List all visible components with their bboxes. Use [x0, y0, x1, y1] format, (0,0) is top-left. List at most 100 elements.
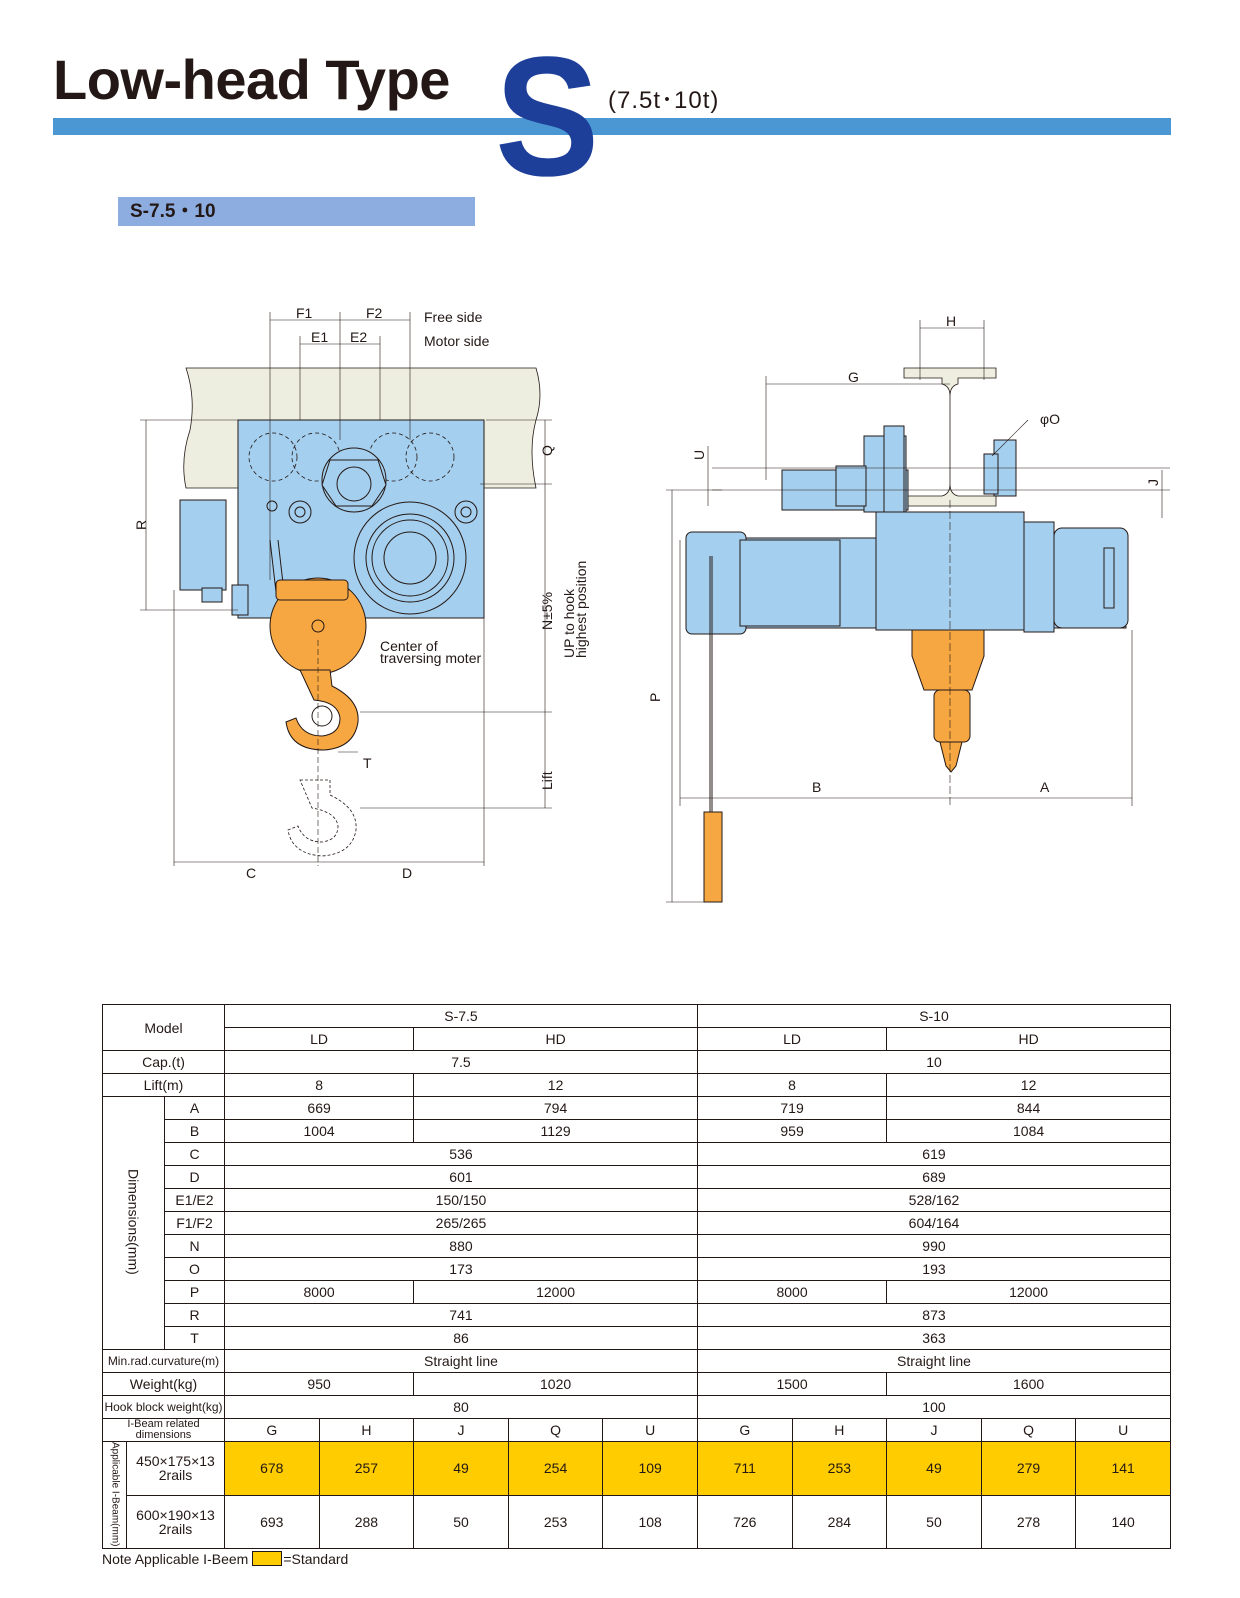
type-cell: HD	[413, 1027, 698, 1051]
dim-f1f2: 265/265	[224, 1211, 698, 1235]
ibeam-col: J	[413, 1418, 509, 1442]
hook	[285, 669, 359, 751]
lift-cell: 8	[223, 1073, 415, 1097]
dim-a: 719	[696, 1096, 888, 1120]
e1e2-label: E1/E2	[164, 1188, 225, 1212]
label-motor-side: Motor side	[424, 333, 490, 349]
dim-e1e2: 528/162	[696, 1188, 1172, 1212]
hook-weight-cell: 80	[224, 1395, 698, 1419]
dim-r: 873	[696, 1303, 1172, 1327]
footnote-prefix: Note Applicable I-Beem	[102, 1551, 249, 1567]
side-view-labels: H G φO U J P B A	[647, 313, 1161, 795]
beam1-value: 279	[980, 1441, 1077, 1496]
label-free-side: Free side	[424, 309, 483, 325]
label-H: H	[946, 313, 956, 329]
ibeam-col: G	[224, 1418, 320, 1442]
label-E1: E1	[311, 329, 328, 345]
dim-d: 689	[696, 1165, 1172, 1189]
technical-drawing: F1 F2 E1 E2 Free side Motor side R Q N±5…	[133, 305, 1170, 903]
type-cell: HD	[886, 1027, 1171, 1051]
f1f2-label: F1/F2	[164, 1211, 225, 1235]
lift-label: Lift(m)	[102, 1073, 225, 1097]
beam2-value: 108	[602, 1494, 698, 1550]
dim-p: 8000	[696, 1280, 888, 1304]
type-cell: LD	[223, 1027, 415, 1051]
ibeam-col: Q	[507, 1418, 604, 1442]
dim-o: 193	[696, 1257, 1172, 1281]
weight-cell: 950	[223, 1372, 415, 1396]
dim-a: 669	[223, 1096, 415, 1120]
beam2-value: 284	[791, 1494, 888, 1550]
page-title: Low-head Type	[53, 48, 450, 111]
beam2-value: 50	[413, 1494, 509, 1550]
dim-c: 619	[696, 1142, 1172, 1166]
dim-p: 12000	[886, 1280, 1171, 1304]
footnote: Note Applicable I-Beem=Standard	[102, 1551, 348, 1567]
cap-cell: 7.5	[224, 1050, 698, 1074]
hook-block-side	[911, 629, 985, 691]
hook-weight-label: Hook block weight(kg)	[102, 1395, 225, 1419]
label-R: R	[133, 520, 149, 530]
label-N: N±5%	[539, 592, 555, 630]
dim-c: 536	[224, 1142, 698, 1166]
dim-a: 844	[886, 1096, 1171, 1120]
beam2-size: 600×190×13	[136, 1507, 215, 1524]
dim-t: 363	[696, 1326, 1172, 1350]
ibeam-col: J	[886, 1418, 982, 1442]
beam1-value: 257	[318, 1441, 415, 1496]
dim-r: 741	[224, 1303, 698, 1327]
min-rad-cell: Straight line	[696, 1349, 1172, 1373]
lift-cell: 12	[886, 1073, 1171, 1097]
ibeam-col: U	[1075, 1418, 1171, 1442]
cap-cell: 10	[696, 1050, 1172, 1074]
beam1-value: 711	[696, 1441, 793, 1496]
beam1-value: 49	[886, 1441, 982, 1496]
beam1-value: 49	[413, 1441, 509, 1496]
model-label: Model	[102, 1004, 225, 1051]
label-T: T	[363, 755, 372, 771]
dimensions-label: Dimensions(mm)	[102, 1096, 165, 1350]
ibeam-col: H	[791, 1418, 888, 1442]
type-cell: LD	[696, 1027, 888, 1051]
applicable-label: Applicable I-Beam(mm)	[102, 1440, 127, 1550]
beam1-size: 450×175×13	[136, 1453, 215, 1470]
label-U: U	[691, 450, 707, 460]
model-s10: S-10	[696, 1004, 1172, 1028]
dim-e1e2: 150/150	[224, 1188, 698, 1212]
beam2-value: 50	[886, 1494, 982, 1550]
label-phi-O: φO	[1040, 411, 1060, 427]
label-F2: F2	[366, 305, 383, 321]
min-rad-cell: Straight line	[224, 1349, 698, 1373]
title-bar	[53, 118, 1171, 135]
beam1-value: 141	[1075, 1441, 1171, 1496]
dim-o: 173	[224, 1257, 698, 1281]
dimensions-label-text: Dimensions(mm)	[125, 1169, 142, 1275]
label-F1: F1	[296, 305, 313, 321]
ibeam-col: G	[696, 1418, 793, 1442]
applicable-label-text: Applicable I-Beam(mm)	[109, 1442, 121, 1547]
label-P: P	[647, 693, 663, 702]
label-Lift: Lift	[539, 771, 555, 790]
label-Q: Q	[539, 445, 555, 456]
i-beam-section	[903, 367, 997, 507]
weight-label: Weight(kg)	[102, 1372, 225, 1396]
ibeam-col: U	[602, 1418, 698, 1442]
label-C: C	[246, 865, 256, 881]
beam2-value: 253	[507, 1494, 604, 1550]
label-traversing-moter: traversing moter	[380, 650, 481, 666]
dim-d: 601	[224, 1165, 698, 1189]
beam1-rails: 2rails	[158, 1467, 193, 1484]
label-D: D	[402, 865, 412, 881]
label-A: A	[1040, 779, 1050, 795]
control-box	[179, 499, 227, 591]
label-J: J	[1145, 479, 1161, 486]
dim-b: 959	[696, 1119, 888, 1143]
weight-cell: 1020	[413, 1372, 698, 1396]
label-highest-position: highest position	[573, 561, 589, 658]
beam1-value: 109	[602, 1441, 698, 1496]
capacity-range: (7.5t･10t)	[608, 87, 720, 114]
model-s75: S-7.5	[224, 1004, 698, 1028]
beam2-value: 726	[696, 1494, 793, 1550]
lift-cell: 12	[413, 1073, 698, 1097]
